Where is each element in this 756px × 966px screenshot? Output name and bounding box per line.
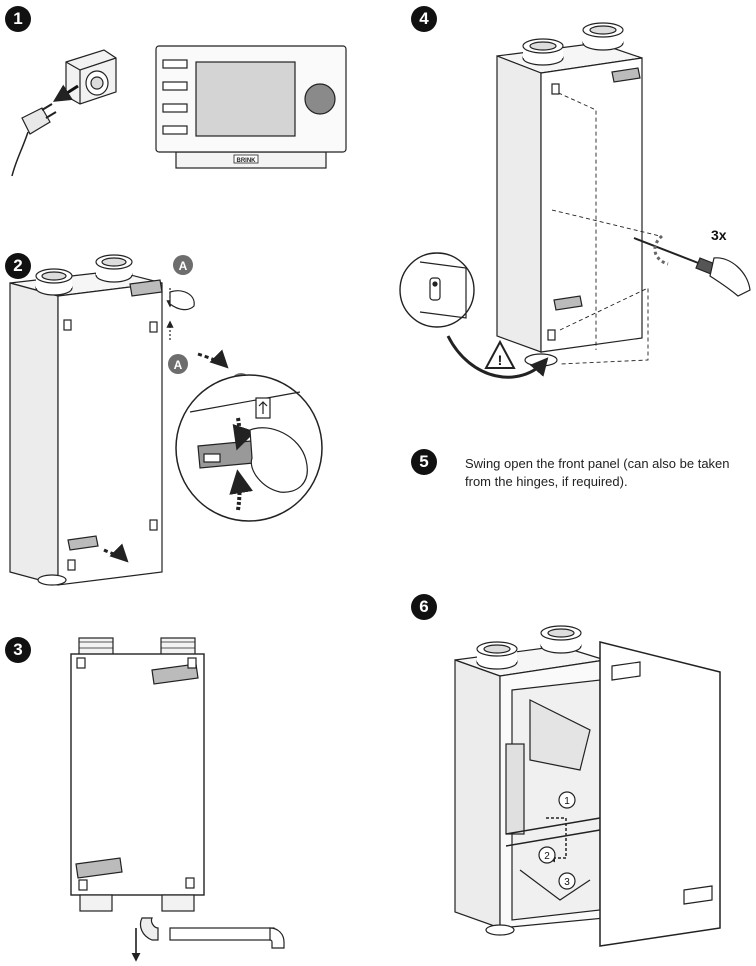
step-5-badge: 5 (411, 449, 437, 475)
sequence-marker-1 (558, 791, 576, 809)
drain-pipe-icon (139, 917, 285, 949)
slide-arrow-lower-icon (103, 543, 129, 563)
step-5-instruction: Swing open the front panel (can also be … (465, 456, 730, 489)
unit-rear-panel (70, 653, 205, 896)
sequence-label-3: 3 (564, 877, 570, 888)
unplug-arrow-icon (52, 84, 79, 102)
screw-count-label: 3x (711, 227, 727, 243)
brand-label: BRINK (237, 158, 257, 164)
step-6-badge: 6 (411, 594, 437, 620)
step-2-illustration (9, 254, 323, 586)
sequence-marker-3 (558, 872, 576, 890)
sequence-label-2: 2 (544, 851, 550, 862)
warning-triangle-icon (484, 339, 516, 369)
step-6-illustration (454, 625, 721, 947)
step-1-badge: 1 (5, 6, 31, 32)
hinge-detail-circle (399, 252, 549, 379)
front-panel (540, 57, 643, 353)
sequence-marker-2 (538, 846, 556, 864)
rotate-arrow-icon (653, 234, 669, 266)
slide-arrow-icon (197, 349, 229, 369)
wall-socket-icon (65, 49, 117, 105)
hand-icon (169, 290, 195, 311)
callout-a-bottom-label: A (174, 358, 183, 372)
open-front-door (599, 641, 721, 947)
step-1-illustration: BRINK (11, 45, 347, 177)
step-2-badge: 2 (5, 253, 31, 279)
callout-b-label: B (237, 377, 246, 391)
callout-a-bottom (168, 354, 188, 374)
step-4-illustration (399, 22, 751, 379)
sequence-label-1: 1 (564, 796, 570, 807)
step-3-badge: 3 (5, 637, 31, 663)
step-4-badge: 4 (411, 6, 437, 32)
warning-label: ! (498, 352, 503, 368)
screwdriver-icon (633, 237, 751, 297)
callout-a-top (173, 255, 193, 275)
ventilation-unit-icon (9, 254, 163, 586)
power-plug-icon (11, 103, 57, 177)
step-3-illustration (70, 637, 285, 962)
latch-detail-circle (175, 374, 323, 522)
controller-unit-icon (155, 45, 347, 169)
callout-a-top-label: A (179, 259, 188, 273)
